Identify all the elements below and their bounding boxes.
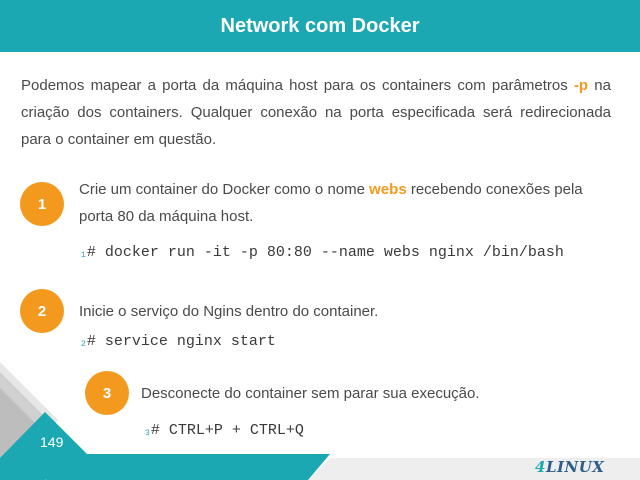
step-3-line-number: 3: [145, 429, 150, 438]
step-3-text: Desconecte do container sem parar sua ex…: [141, 385, 480, 402]
step-1-text: Crie um container do Docker como o nome …: [79, 176, 601, 230]
intro-text-before: Podemos mapear a porta da máquina host p…: [21, 77, 574, 94]
step-2-line-number: 2: [81, 340, 86, 349]
step-1-badge: 1: [20, 182, 64, 226]
step-2-command-text: # service nginx start: [86, 333, 276, 350]
intro-paragraph: Podemos mapear a porta da máquina host p…: [21, 72, 611, 153]
step-1-highlight: webs: [369, 181, 407, 198]
step-2-command: 2# service nginx start: [81, 333, 276, 350]
intro-highlight: -p: [573, 77, 589, 94]
page-title: Network com Docker: [220, 14, 420, 37]
logo-prefix: 4: [535, 458, 546, 476]
step-3-command: 3# CTRL+P + CTRL+Q: [145, 422, 304, 439]
header-bar: Network com Docker: [0, 0, 640, 52]
page-number: 149: [40, 434, 64, 450]
intro-text-after: na criação dos containers. Qualquer cone…: [21, 77, 611, 148]
step-2-text: Inicie o serviço do Ngins dentro do cont…: [79, 303, 379, 320]
step-1-command-text: # docker run -it -p 80:80 --name webs ng…: [86, 244, 564, 261]
step-1-command: 1# docker run -it -p 80:80 --name webs n…: [81, 244, 564, 261]
step-1-text-after: recebendo conexões pela porta 80 da máqu…: [79, 181, 583, 225]
brand-logo: 4LINUX: [535, 458, 604, 476]
logo-text: LINUX: [545, 458, 605, 476]
step-3-badge: 3: [85, 371, 129, 415]
step-1-line-number: 1: [81, 251, 86, 260]
step-3-command-text: # CTRL+P + CTRL+Q: [150, 422, 304, 439]
step-2-badge: 2: [20, 289, 64, 333]
step-1-text-before: Crie um container do Docker como o nome: [79, 181, 370, 198]
